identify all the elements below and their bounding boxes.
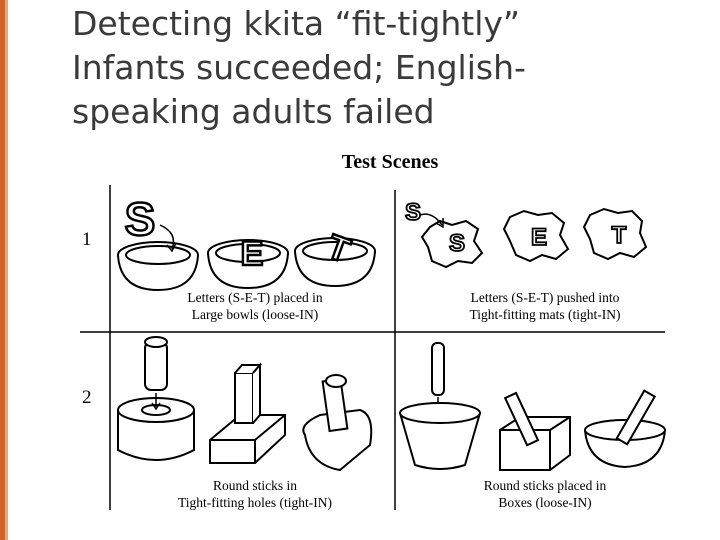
mats-scene [419,207,648,269]
mat-letter-s: S [449,230,465,257]
row-label-2: 2 [82,387,92,408]
slide-accent-bar-light [5,0,8,540]
title-line-2: Infants succeeded; English- [72,48,526,87]
caption-row1-right: Letters (S-E-T) pushed into Tight-fittin… [420,289,670,323]
mat-letter-t: T [612,222,627,249]
caption-row1-right-line2: Tight-fitting mats (tight-IN) [469,307,621,322]
slide-title: Detecting kkita “fit-tightly” Infants su… [72,2,672,134]
test-scenes-figure: S E T S S E T [70,145,670,525]
bowl-letters: S E T [123,192,356,275]
bowls-scene [117,224,376,292]
mat-2 [502,209,570,263]
caption-row2-right-line2: Boxes (loose-IN) [498,495,592,510]
mat-1 [420,219,484,269]
bowl-letter-e: E [241,235,264,273]
mat-3 [582,207,648,261]
caption-row2-left-line1: Round sticks in [212,478,297,493]
bowl-letter-s: S [125,193,156,245]
title-line-3: speaking adults failed [72,92,435,131]
holes-scene [117,336,373,472]
row-label-1: 1 [82,229,92,250]
slide-accent-bar [0,0,5,540]
figure-heading: Test Scenes [341,151,439,173]
caption-row1-left-line1: Letters (S-E-T) placed in [187,290,323,305]
boxes-scene [399,342,666,471]
title-line-1: Detecting kkita “fit-tightly” [72,4,521,43]
caption-row2-left: Round sticks in Tight-fitting holes (tig… [140,477,370,511]
test-scenes-illustration: S E T S S E T [80,185,666,510]
caption-row2-left-line2: Tight-fitting holes (tight-IN) [178,495,332,510]
caption-row1-left-line2: Large bowls (loose-IN) [191,307,319,322]
caption-row2-right: Round sticks placed in Boxes (loose-IN) [420,477,670,511]
caption-row2-right-line1: Round sticks placed in [483,478,607,493]
mat-letter-e: E [531,224,547,251]
mat-letters: S S E T [404,198,627,258]
mat-letter-s-lifted: S [405,199,421,226]
caption-row1-right-line1: Letters (S-E-T) pushed into [470,290,620,305]
caption-row1-left: Letters (S-E-T) placed in Large bowls (l… [140,289,370,323]
